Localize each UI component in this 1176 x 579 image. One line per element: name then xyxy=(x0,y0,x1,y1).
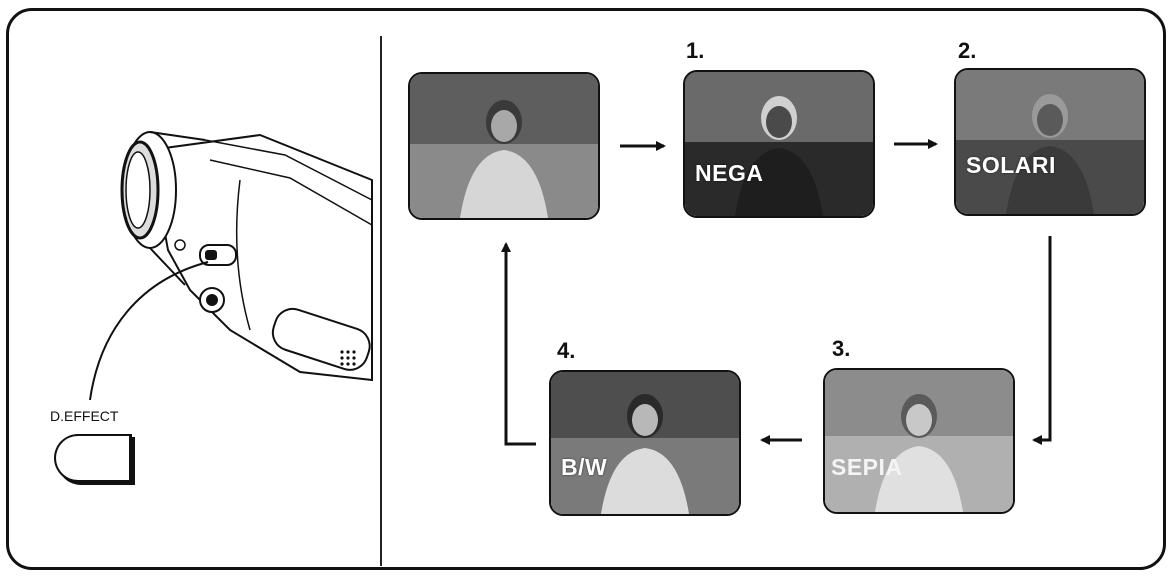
thumb-bw-image xyxy=(551,372,739,514)
deffect-button[interactable] xyxy=(54,434,132,482)
thumb-original xyxy=(408,72,600,220)
speaker-grid xyxy=(340,350,356,366)
step-2-number: 2. xyxy=(958,38,977,63)
thumb-bw-label: B/W xyxy=(561,454,608,480)
thumb-bw: B/W xyxy=(549,370,741,516)
thumb-solari-image xyxy=(956,70,1144,214)
grip-pad xyxy=(271,307,371,371)
thumb-sepia-image xyxy=(825,370,1013,512)
thumb-sepia-label: SEPIA xyxy=(831,454,903,480)
thumb-original-image xyxy=(410,74,598,218)
deffect-switch-knob xyxy=(205,250,217,260)
thumb-sepia: SEPIA xyxy=(823,368,1015,514)
camcorder-illustration xyxy=(89,131,373,401)
thumb-nega-image xyxy=(685,72,873,216)
thumb-solari-label: SOLARI xyxy=(966,152,1056,178)
panel-divider xyxy=(380,36,382,566)
step-3-number: 3. xyxy=(832,336,851,361)
outer-frame xyxy=(6,8,1166,570)
deffect-button-label: D.EFFECT xyxy=(50,408,119,424)
camcorder-grip-lines xyxy=(204,139,373,226)
arrow-bw-to-original xyxy=(501,242,536,446)
thumb-nega: NEGA xyxy=(683,70,875,218)
thumb-solari: SOLARI xyxy=(954,68,1146,216)
step-4-number: 4. xyxy=(557,338,576,363)
callout-line xyxy=(89,261,209,401)
thumb-nega-label: NEGA xyxy=(695,160,764,186)
arrow-solari-to-sepia xyxy=(1032,236,1052,445)
lens-glass xyxy=(125,151,151,229)
step-1-number: 1. xyxy=(686,38,705,63)
